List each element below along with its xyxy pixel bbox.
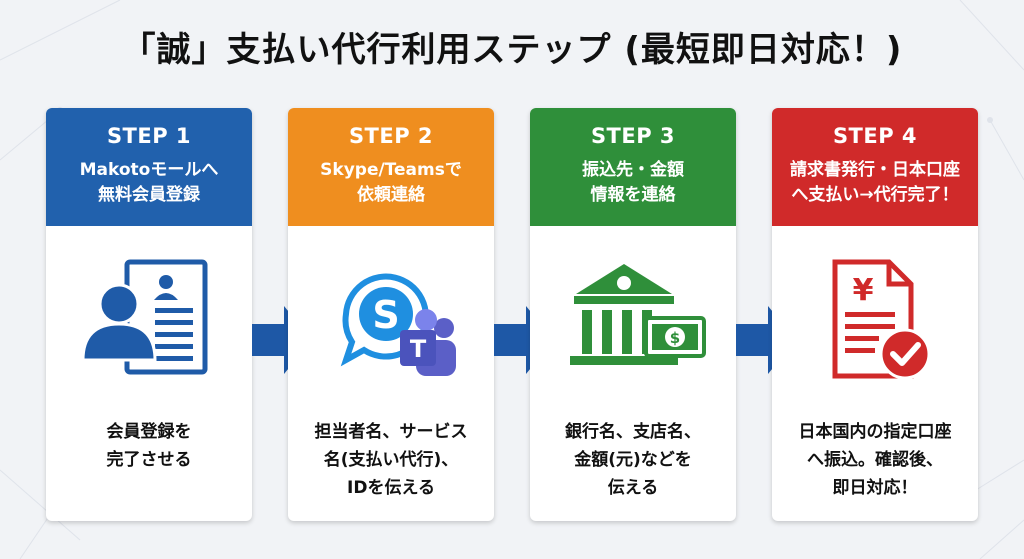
- svg-text:T: T: [410, 335, 427, 363]
- step-header-2: STEP 2 Skype/Teamsで 依頼連絡: [288, 108, 494, 226]
- step-header-3: STEP 3 振込先・金額 情報を連絡: [530, 108, 736, 226]
- yen-invoice-check-icon: ¥: [832, 259, 931, 380]
- step-card-4: STEP 4 請求書発行・日本口座 へ支払い→代行完了！ ¥ 日本国内の指定口座…: [772, 108, 978, 521]
- step-title-1: Makotoモールへ 無料会員登録: [79, 160, 219, 205]
- step-label-2: STEP 2: [348, 124, 434, 148]
- step-description-3: 銀行名、支店名、 金額(元)などを 伝える: [565, 422, 701, 498]
- skype-teams-icon: S T: [340, 273, 456, 376]
- user-registration-icon: [81, 259, 208, 375]
- svg-text:S: S: [372, 293, 399, 337]
- step-card-2: STEP 2 Skype/Teamsで 依頼連絡 S T 担当者名、サービス 名…: [288, 108, 494, 521]
- step-description-1: 会員登録を 完了させる: [106, 422, 192, 470]
- step-title-4: 請求書発行・日本口座 へ支払い→代行完了！: [790, 160, 960, 205]
- bank-money-icon: $: [570, 264, 706, 365]
- step-title-2: Skype/Teamsで 依頼連絡: [320, 160, 462, 205]
- step-label-4: STEP 4: [832, 124, 918, 148]
- step-card-3: STEP 3 振込先・金額 情報を連絡 $ 銀行名、支店名、 金額(元)などを …: [530, 108, 736, 521]
- svg-text:$: $: [670, 329, 680, 347]
- step-header-4: STEP 4 請求書発行・日本口座 へ支払い→代行完了！: [772, 108, 978, 226]
- svg-text:¥: ¥: [853, 273, 874, 308]
- step-card-1: STEP 1 Makotoモールへ 無料会員登録 会員登録を 完了させる: [46, 108, 252, 521]
- step-description-4: 日本国内の指定口座 へ振込。確認後、 即日対応！: [798, 422, 952, 498]
- step-header-1: STEP 1 Makotoモールへ 無料会員登録: [46, 108, 252, 226]
- step-description-2: 担当者名、サービス 名(支払い代行)、 IDを伝える: [314, 422, 468, 498]
- step-title-3: 振込先・金額 情報を連絡: [582, 160, 684, 205]
- step-label-1: STEP 1: [106, 124, 192, 148]
- page-title: 「誠」支払い代行利用ステップ (最短即日対応！): [121, 30, 903, 70]
- step-label-3: STEP 3: [590, 124, 676, 148]
